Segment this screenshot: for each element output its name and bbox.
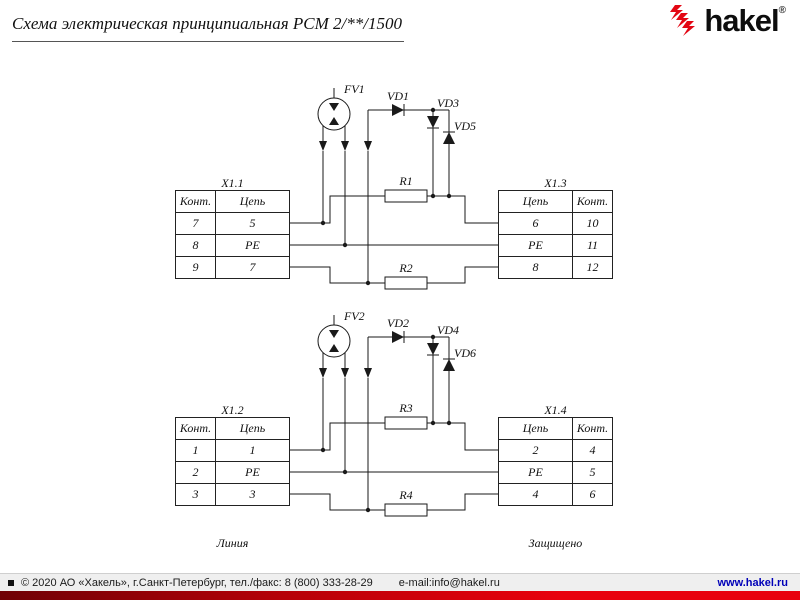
- fv1-label: FV1: [343, 82, 365, 96]
- terminal-arrow-icon: [319, 368, 327, 378]
- wires-top: [290, 88, 498, 284]
- col-header: Цепь: [498, 417, 573, 440]
- vd4-diode: [427, 343, 439, 356]
- vd1-diode: [392, 104, 405, 116]
- vd5-diode: [443, 131, 455, 144]
- top-circuit: FV1 VD1 VD3 VD5 R1 R2: [290, 82, 498, 290]
- table-title-x11: X1.1: [221, 176, 244, 190]
- r1-resistor: [384, 189, 428, 203]
- terminal-arrow-icon: [364, 141, 372, 151]
- junction-dots-bottom: [320, 334, 452, 513]
- line-side-label: Линия: [216, 536, 249, 550]
- table-title-x12: X1.2: [221, 403, 244, 417]
- r3-label: R3: [398, 401, 412, 415]
- fv2-electrode: [329, 330, 339, 338]
- col-header: Цепь: [215, 417, 290, 440]
- page-title: Схема электрическая принципиальная РСМ 2…: [12, 14, 404, 42]
- footer-bar: © 2020 АО «Хакель», г.Санкт-Петербург, т…: [0, 573, 800, 591]
- hakel-logo: hakel ®: [666, 4, 786, 40]
- vd6-label: VD6: [454, 346, 476, 360]
- fv1-spark-gap-symbol: [317, 97, 351, 131]
- vd6-diode: [443, 358, 455, 371]
- r2-label: R2: [398, 261, 412, 275]
- col-header: Конт.: [572, 417, 613, 440]
- terminal-arrows-top: [319, 141, 372, 151]
- fv2-spark-gap-symbol: [317, 324, 351, 358]
- r4-label: R4: [398, 488, 412, 502]
- vd3-label: VD3: [437, 96, 459, 110]
- vd2-label: VD2: [387, 316, 409, 330]
- lightning-bolts-icon: [670, 5, 696, 36]
- footer-email: e-mail:info@hakel.ru: [398, 576, 500, 589]
- r3-resistor: [384, 416, 428, 430]
- r2-resistor: [384, 276, 428, 290]
- terminal-arrow-icon: [341, 141, 349, 151]
- vd3-diode: [427, 116, 439, 129]
- terminal-arrow-icon: [341, 368, 349, 378]
- col-header: Конт.: [175, 190, 216, 213]
- col-header: Конт.: [175, 417, 216, 440]
- vd1-label: VD1: [387, 89, 409, 103]
- footer-website-link[interactable]: www.hakel.ru: [717, 576, 788, 589]
- registered-mark: ®: [778, 5, 786, 16]
- r4-resistor: [384, 503, 428, 517]
- vd4-label: VD4: [437, 323, 459, 337]
- protected-side-label: Защищено: [528, 536, 583, 550]
- logo-text: hakel: [704, 3, 779, 38]
- junction-dots-top: [320, 107, 452, 286]
- terminal-arrow-icon: [364, 368, 372, 378]
- vd2-diode: [392, 331, 405, 343]
- wires-bottom: [290, 315, 498, 511]
- col-header: Конт.: [572, 190, 613, 213]
- fv2-electrode: [329, 344, 339, 352]
- fv1-electrode: [329, 103, 339, 111]
- table-title-x14: X1.4: [544, 403, 567, 417]
- col-header: Цепь: [215, 190, 290, 213]
- footer-copyright: © 2020 АО «Хакель», г.Санкт-Петербург, т…: [21, 576, 373, 589]
- terminal-arrow-icon: [319, 141, 327, 151]
- col-header: Цепь: [498, 190, 573, 213]
- bottom-circuit: FV2 VD2 VD4 VD6 R3 R4: [290, 309, 498, 517]
- vd5-label: VD5: [454, 119, 476, 133]
- terminal-arrows-bottom: [319, 368, 372, 378]
- r1-label: R1: [398, 174, 412, 188]
- fv2-label: FV2: [343, 309, 365, 323]
- fv1-electrode: [329, 117, 339, 125]
- table-title-x13: X1.3: [544, 176, 567, 190]
- footer-red-stripe: [0, 591, 800, 600]
- footer-bullet-icon: [8, 579, 14, 586]
